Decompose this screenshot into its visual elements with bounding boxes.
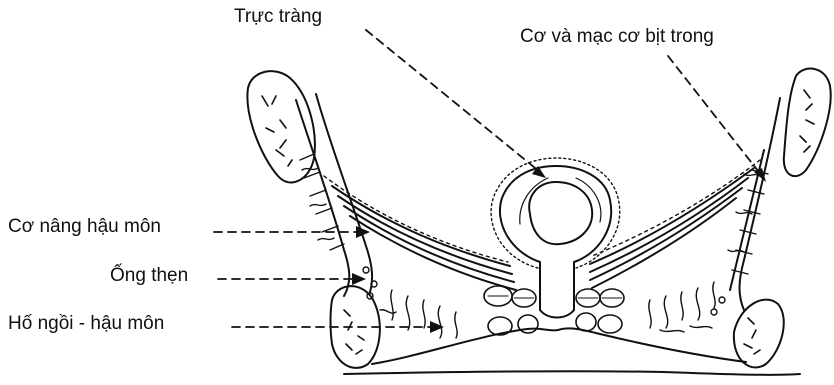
label-pudendal-canal: Ống thẹn	[110, 266, 188, 285]
right-fossa-fat	[649, 282, 715, 332]
leader-arrowheads	[352, 166, 766, 333]
rectum	[491, 158, 620, 318]
pudendal-canal	[363, 267, 725, 315]
right-ischial-tuberosity	[734, 300, 784, 368]
right-ischium-bone	[784, 69, 831, 177]
right-obturator-internus	[728, 98, 780, 310]
arrow-canal	[352, 273, 366, 285]
left-obturator-internus	[296, 94, 372, 296]
left-fossa-fat	[380, 290, 457, 338]
perineal-skin	[344, 328, 800, 374]
label-levator-ani: Cơ nâng hậu môn	[8, 217, 161, 236]
leader-rectum	[366, 30, 540, 172]
label-rectum: Trực tràng	[234, 7, 322, 26]
leader-obturator	[668, 56, 762, 176]
label-obturator-internus: Cơ và mạc cơ bịt trong	[520, 27, 714, 46]
perirectal-structures	[484, 286, 624, 335]
label-ischioanal-fossa: Hố ngồi - hậu môn	[8, 314, 164, 333]
left-levator-ani	[324, 176, 516, 290]
